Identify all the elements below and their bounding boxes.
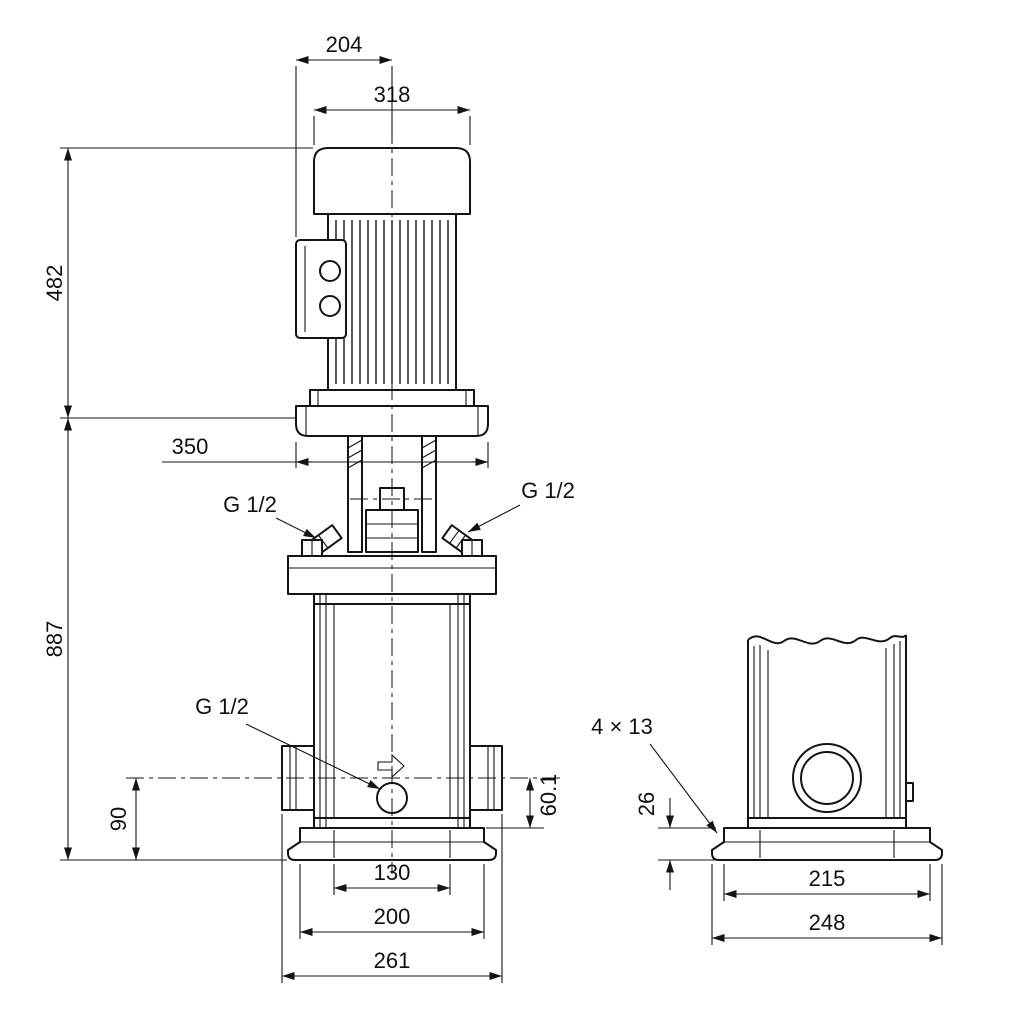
dim-887-label: 887	[42, 621, 67, 658]
dim-248: 248	[711, 864, 943, 945]
dim-26: 26	[634, 792, 716, 890]
foot-holes-label: 4 × 13	[591, 714, 653, 739]
dim-26-label: 26	[634, 792, 659, 816]
dim-350: 350	[162, 434, 489, 468]
nameplate-tab	[905, 782, 914, 802]
dim-318-label: 318	[374, 82, 411, 107]
port-opening	[792, 743, 862, 813]
terminal-box	[295, 239, 347, 339]
dim-130: 130	[333, 860, 451, 895]
dim-887: 887	[42, 418, 287, 861]
plug-left-label: G 1/2	[223, 492, 277, 517]
dim-482: 482	[42, 147, 313, 419]
cable-entry-hole	[319, 295, 341, 317]
cable-entry-hole	[319, 260, 341, 282]
plug-right-label: G 1/2	[521, 478, 575, 503]
dim-204: 204	[295, 32, 393, 237]
drain-plug-label: G 1/2	[195, 694, 249, 719]
dim-60-1-label: 60.1	[536, 774, 561, 817]
dim-60-1: 60.1	[486, 774, 561, 829]
dim-261-label: 261	[374, 948, 411, 973]
dim-248-label: 248	[809, 910, 846, 935]
dim-130-label: 130	[374, 860, 411, 885]
callout-drain-plug: G 1/2	[195, 694, 381, 790]
dim-200-label: 200	[374, 904, 411, 929]
dim-482-label: 482	[42, 265, 67, 302]
dim-261: 261	[281, 814, 503, 983]
dim-350-label: 350	[172, 434, 209, 459]
callout-foot-holes: 4 × 13	[591, 714, 718, 834]
callout-plug-right: G 1/2	[467, 478, 575, 533]
coupling-guard-left	[347, 435, 363, 553]
callout-plug-left: G 1/2	[223, 492, 317, 539]
dim-200: 200	[299, 864, 485, 939]
base-plate-side	[711, 827, 943, 861]
dim-90-label: 90	[106, 807, 131, 831]
dim-215: 215	[723, 864, 931, 901]
coupling-guard-right	[421, 435, 437, 553]
side-view	[711, 634, 943, 861]
dim-215-label: 215	[809, 866, 846, 891]
dim-204-label: 204	[326, 32, 363, 57]
dim-90: 90	[106, 778, 140, 860]
dim-318: 318	[313, 82, 471, 145]
